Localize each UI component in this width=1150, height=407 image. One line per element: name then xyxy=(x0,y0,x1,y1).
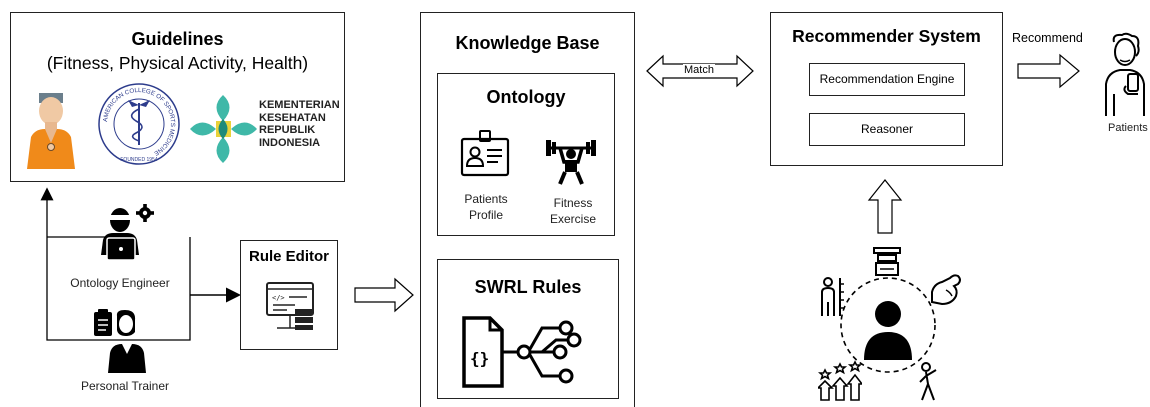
scale-icon xyxy=(873,247,901,276)
svg-text:</>: </> xyxy=(272,294,285,302)
guidelines-subtitle: (Fitness, Physical Activity, Health) xyxy=(46,53,309,73)
kemenkes-line-4: INDONESIA xyxy=(259,136,321,149)
rule-editor-to-kb-arrow xyxy=(354,277,414,313)
knowledge-base-box: Knowledge Base Ontology Patients Profile xyxy=(420,12,635,407)
personal-trainer-icon xyxy=(94,309,146,373)
acsm-logo-icon: AMERICAN COLLEGE OF SPORTS MEDICINE FOUN… xyxy=(98,83,180,165)
user-center-icon xyxy=(864,301,912,360)
ontology-title: Ontology xyxy=(486,87,566,107)
guidelines-box: Guidelines (Fitness, Physical Activity, … xyxy=(10,12,345,182)
weightlifter-icon xyxy=(546,140,596,185)
knowledge-base-title: Knowledge Base xyxy=(455,33,600,53)
kemenkes-line-3: REPUBLIK xyxy=(259,124,316,136)
reasoner-box: Reasoner xyxy=(809,113,965,146)
kemenkes-logo-icon xyxy=(190,95,257,163)
profile-to-recommender-arrow xyxy=(867,179,903,234)
actor-bracket-line xyxy=(40,187,191,341)
recommender-system-box: Recommender System Recommendation Engine… xyxy=(770,12,1003,166)
recommendation-engine-box: Recommendation Engine xyxy=(809,63,965,96)
ontology-box: Ontology Patients Profile Fitness xyxy=(437,73,615,236)
patient-phone-icon xyxy=(1105,32,1145,116)
fitness-exercise-line-2: Exercise xyxy=(549,212,596,226)
patients-profile-line-2: Profile xyxy=(468,208,503,222)
kemenkes-line-1: KEMENTERIAN xyxy=(259,99,340,111)
recommend-label: Recommend xyxy=(1012,31,1083,45)
kemenkes-wordmark: KEMENTERIAN KESEHATAN REPUBLIK INDONESIA xyxy=(259,99,340,149)
rule-editor-box: Rule Editor </> xyxy=(240,240,338,350)
patients-label: Patients xyxy=(1108,122,1148,134)
achievement-stars-icon xyxy=(818,360,862,401)
swrl-rules-title: SWRL Rules xyxy=(474,277,582,297)
kemenkes-line-2: KESEHATAN xyxy=(259,111,326,124)
patients-profile-label: Patients Profile xyxy=(451,191,521,223)
user-profile-dashed-circle xyxy=(840,277,936,373)
patients-profile-line-1: Patients xyxy=(464,192,508,206)
exercise-pose-icon xyxy=(919,362,937,401)
fitness-exercise-line-1: Fitness xyxy=(553,196,593,210)
id-card-icon xyxy=(460,130,510,177)
code-editor-icon: </> xyxy=(266,282,314,330)
svg-text:{}: {} xyxy=(470,349,489,368)
match-label: Match xyxy=(683,64,715,76)
swrl-rules-box: SWRL Rules {} xyxy=(437,259,619,399)
reasoner-label: Reasoner xyxy=(860,122,914,136)
trainer-avatar-icon xyxy=(27,93,75,169)
acsm-founded-text: FOUNDED 1954 xyxy=(120,157,157,163)
height-measure-icon xyxy=(821,277,844,316)
guidelines-title: Guidelines xyxy=(131,29,224,49)
flexed-arm-icon xyxy=(931,274,961,306)
recommender-system-title: Recommender System xyxy=(792,26,981,46)
personal-trainer-label: Personal Trainer xyxy=(80,379,170,393)
ontology-engineer-icon xyxy=(101,204,154,261)
swrl-graph-icon: {} xyxy=(462,316,582,388)
recommend-arrow xyxy=(1017,53,1080,89)
recommendation-engine-label: Recommendation Engine xyxy=(819,72,955,86)
fitness-exercise-label: Fitness Exercise xyxy=(538,195,608,227)
rule-editor-title: Rule Editor xyxy=(248,248,329,265)
ontology-engineer-label: Ontology Engineer xyxy=(70,276,170,290)
